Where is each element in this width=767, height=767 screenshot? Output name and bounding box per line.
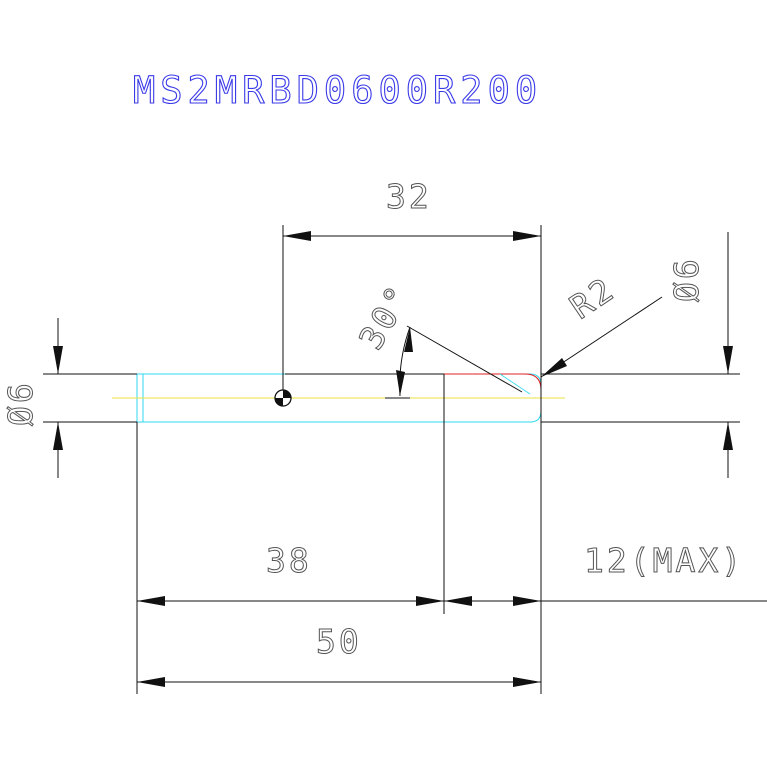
dimension-12-max: 12(MAX) bbox=[444, 541, 767, 606]
dimension-right-diameter: Ø6 bbox=[667, 232, 733, 478]
dimension-38: 38 bbox=[137, 541, 444, 606]
dim-label-right-diameter: Ø6 bbox=[667, 256, 706, 302]
dim-label-38: 38 bbox=[266, 541, 312, 580]
dimension-angle-30: 30° bbox=[351, 277, 523, 399]
part-number-title: MS2MRBD0600R200 bbox=[133, 69, 542, 112]
dimension-left-diameter: Ø6 bbox=[1, 318, 63, 478]
dim-label-32: 32 bbox=[386, 177, 432, 216]
extension-lines bbox=[43, 225, 740, 694]
dim-label-left-diameter: Ø6 bbox=[1, 380, 40, 426]
dimension-50: 50 bbox=[137, 622, 541, 687]
dim-label-50: 50 bbox=[316, 622, 362, 661]
dimension-radius-r2: R2 bbox=[540, 268, 663, 378]
dimension-32: 32 bbox=[283, 177, 541, 241]
dim-label-radius: R2 bbox=[563, 269, 623, 327]
dim-label-12-max: 12(MAX) bbox=[584, 541, 744, 580]
datum-point-icon bbox=[274, 389, 292, 407]
